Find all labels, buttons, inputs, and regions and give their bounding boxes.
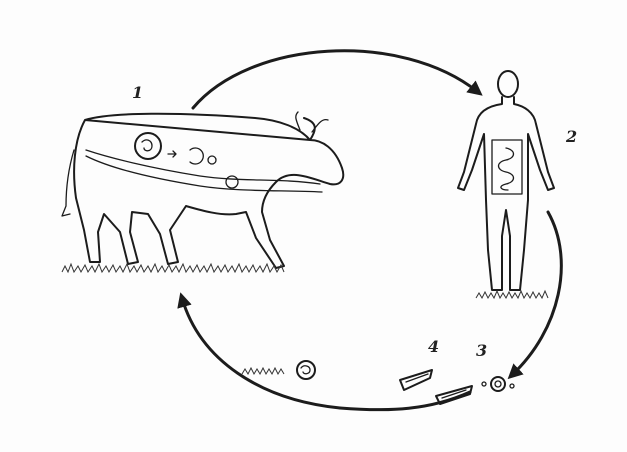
label-stage-2: 2 <box>565 127 577 146</box>
label-stage-1: 1 <box>132 83 143 102</box>
grass-under-cow <box>62 264 284 272</box>
cow-host-icon <box>62 112 343 268</box>
proglottid-icon <box>400 370 472 404</box>
cycle-arrow-to-cow <box>182 298 340 408</box>
human-host-icon <box>458 71 554 290</box>
cysticercus-icon <box>135 133 161 159</box>
grass-under-human <box>476 291 548 298</box>
cycle-arrow-cow-to-human <box>193 51 478 108</box>
egg-icon <box>482 377 514 391</box>
egg-on-grass-icon <box>242 361 315 379</box>
label-stage-3: 3 <box>476 341 487 360</box>
tapeworm-icon <box>499 148 514 190</box>
label-stage-4: 4 <box>428 337 439 356</box>
